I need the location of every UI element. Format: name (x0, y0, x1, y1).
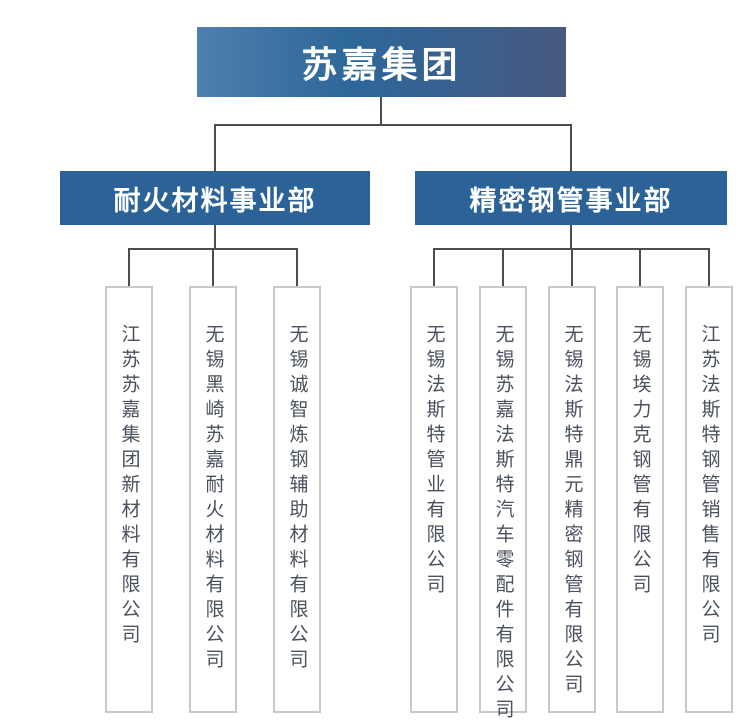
company-box-wuxi-fast-dingyuan-precision-pipe: 无锡法斯特鼎元精密钢管有限公司 (548, 286, 596, 713)
company-box-wuxi-heiqi-sujia-refractory: 无锡黑崎苏嘉耐火材料有限公司 (189, 286, 237, 713)
division-refractory-label: 耐火材料事业部 (113, 185, 317, 216)
connector-division-2-stem (570, 225, 572, 249)
connector-drop-company-4 (433, 248, 435, 286)
company-label: 江苏法斯特钢管销售有限公司 (698, 324, 720, 649)
connector-division-1-stem (214, 225, 216, 249)
company-box-jiangsu-sujia-new-materials: 江苏苏嘉集团新材料有限公司 (105, 286, 153, 713)
company-label: 无锡黑崎苏嘉耐火材料有限公司 (202, 324, 224, 674)
connector-drop-company-2 (212, 248, 214, 286)
connector-drop-company-8 (708, 248, 710, 286)
connector-drop-company-7 (639, 248, 641, 286)
company-box-wuxi-sujia-fast-auto-parts: 无锡苏嘉法斯特汽车零配件有限公司 (479, 286, 527, 724)
connector-drop-company-5 (502, 248, 504, 286)
connector-drop-company-6 (571, 248, 573, 286)
division-box-refractory: 耐火材料事业部 (60, 171, 370, 225)
company-label: 无锡埃力克钢管有限公司 (629, 324, 651, 599)
division-box-steel-pipe: 精密钢管事业部 (415, 171, 727, 225)
company-label: 无锡诚智炼钢辅助材料有限公司 (286, 324, 308, 674)
company-label: 江苏苏嘉集团新材料有限公司 (118, 324, 140, 649)
division-steel-pipe-label: 精密钢管事业部 (469, 185, 673, 216)
connector-root-stem (380, 97, 382, 125)
company-label: 无锡法斯特鼎元精密钢管有限公司 (561, 324, 583, 699)
company-box-jiangsu-fast-pipe-sales: 江苏法斯特钢管销售有限公司 (685, 286, 733, 713)
company-label: 无锡苏嘉法斯特汽车零配件有限公司 (492, 324, 514, 724)
connector-top-horizontal (214, 124, 572, 126)
org-root-box: 苏嘉集团 (197, 27, 566, 97)
company-box-wuxi-fast-pipe-industry: 无锡法斯特管业有限公司 (410, 286, 458, 713)
connector-drop-company-3 (296, 248, 298, 286)
company-box-wuxi-chengzhi-steelmaking-aux: 无锡诚智炼钢辅助材料有限公司 (273, 286, 321, 713)
org-root-label: 苏嘉集团 (301, 44, 462, 85)
connector-drop-division-2 (570, 124, 572, 172)
company-box-wuxi-ailike-steel-pipe: 无锡埃力克钢管有限公司 (616, 286, 664, 713)
company-label: 无锡法斯特管业有限公司 (423, 324, 445, 599)
connector-drop-division-1 (214, 124, 216, 172)
connector-drop-company-1 (128, 248, 130, 286)
